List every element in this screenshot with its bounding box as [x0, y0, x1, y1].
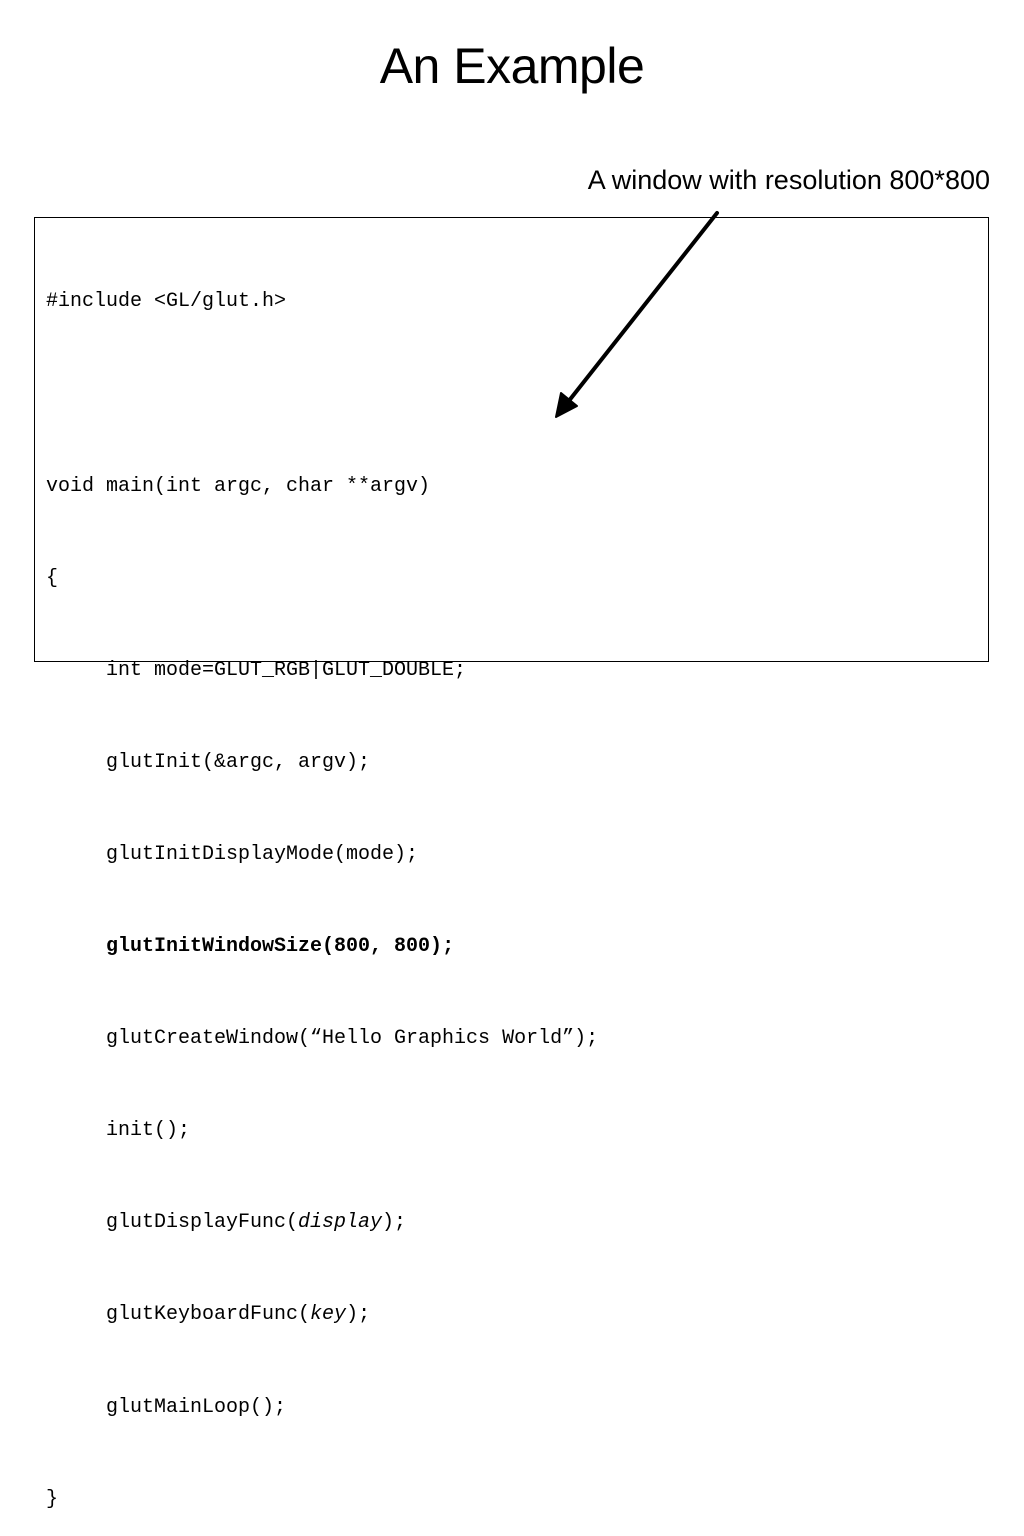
- code-text-keyboard-func-prefix: glutKeyboardFunc(: [106, 1303, 311, 1327]
- code-text-mode: int mode=GLUT_RGB|GLUT_DOUBLE;: [106, 658, 467, 682]
- code-box: #include <GL/glut.h> void main(int argc,…: [34, 217, 989, 1511]
- code-line-init-call: init();: [46, 1116, 598, 1147]
- code-listing: #include <GL/glut.h> void main(int argc,…: [46, 226, 598, 1536]
- annotation-label: A window with resolution 800*800: [587, 165, 990, 195]
- code-line-display-func: glutDisplayFunc(display);: [46, 1208, 598, 1239]
- code-line-display-mode: glutInitDisplayMode(mode);: [46, 840, 598, 871]
- code-line-open-brace: {: [46, 566, 59, 590]
- code-text-display-func-prefix: glutDisplayFunc(: [106, 1211, 299, 1235]
- code-line-main-signature: void main(int argc, char **argv): [46, 474, 431, 498]
- code-text-display-func-arg: display: [298, 1211, 383, 1235]
- code-line-glut-init: glutInit(&argc, argv);: [46, 748, 598, 779]
- slide-title: An Example: [379, 38, 645, 94]
- code-line-mode: int mode=GLUT_RGB|GLUT_DOUBLE;: [46, 656, 598, 687]
- code-text-glut-init: glutInit(&argc, argv);: [106, 750, 371, 774]
- code-text-display-func-suffix: );: [382, 1211, 407, 1235]
- code-text-keyboard-func-arg: key: [310, 1303, 347, 1327]
- code-line-close-brace: }: [46, 1487, 59, 1511]
- code-text-create-window: glutCreateWindow(“Hello Graphics World”)…: [106, 1027, 599, 1051]
- code-text-window-size-semicolon: ;: [442, 935, 455, 959]
- code-text-init-call: init();: [106, 1119, 191, 1143]
- code-line-include: #include <GL/glut.h>: [46, 290, 287, 314]
- code-line-window-size: glutInitWindowSize(800, 800);: [46, 932, 598, 963]
- code-text-keyboard-func-suffix: );: [346, 1303, 371, 1327]
- code-line-main-loop: glutMainLoop();: [46, 1393, 598, 1424]
- code-line-blank: [46, 380, 598, 411]
- code-text-window-size: glutInitWindowSize(800, 800): [106, 935, 443, 959]
- code-line-create-window: glutCreateWindow(“Hello Graphics World”)…: [46, 1024, 598, 1055]
- code-line-keyboard-func: glutKeyboardFunc(key);: [46, 1300, 598, 1331]
- code-text-main-loop: glutMainLoop();: [106, 1395, 287, 1419]
- code-text-display-mode: glutInitDisplayMode(mode);: [106, 842, 419, 866]
